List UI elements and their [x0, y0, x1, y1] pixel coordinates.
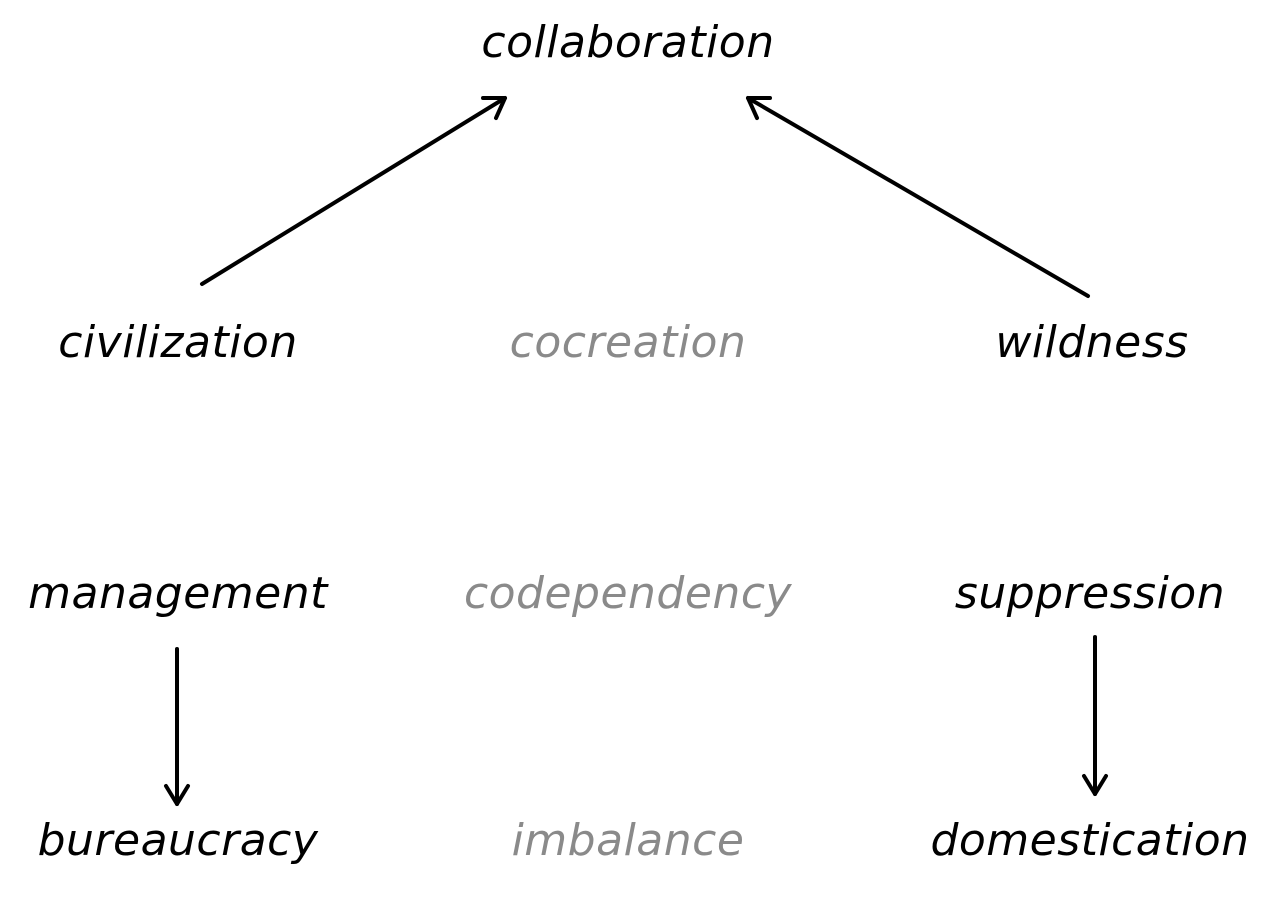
term-suppression: suppression [954, 568, 1226, 619]
term-cocreation: cocreation [509, 317, 747, 368]
arrowhead-icon [1082, 774, 1108, 796]
term-management: management [28, 568, 328, 619]
term-wildness: wildness [995, 317, 1189, 368]
term-imbalance: imbalance [511, 815, 745, 866]
arrowhead-icon [481, 96, 507, 120]
term-collaboration: collaboration [481, 17, 775, 68]
arrow-wildness-to-collaboration [746, 96, 1090, 298]
arrow-suppression-to-domestication [1082, 635, 1108, 796]
arrowhead-icon [746, 96, 772, 120]
term-bureaucracy: bureaucracy [37, 815, 319, 866]
term-codependency: codependency [463, 568, 793, 619]
arrow-shaft [746, 96, 1090, 298]
arrowhead-icon [164, 784, 190, 806]
arrow-management-to-bureaucracy [164, 647, 190, 806]
arrow-shaft [200, 96, 507, 286]
term-civilization: civilization [58, 317, 298, 368]
term-domestication: domestication [930, 815, 1250, 866]
arrow-civilization-to-collaboration [200, 96, 507, 286]
